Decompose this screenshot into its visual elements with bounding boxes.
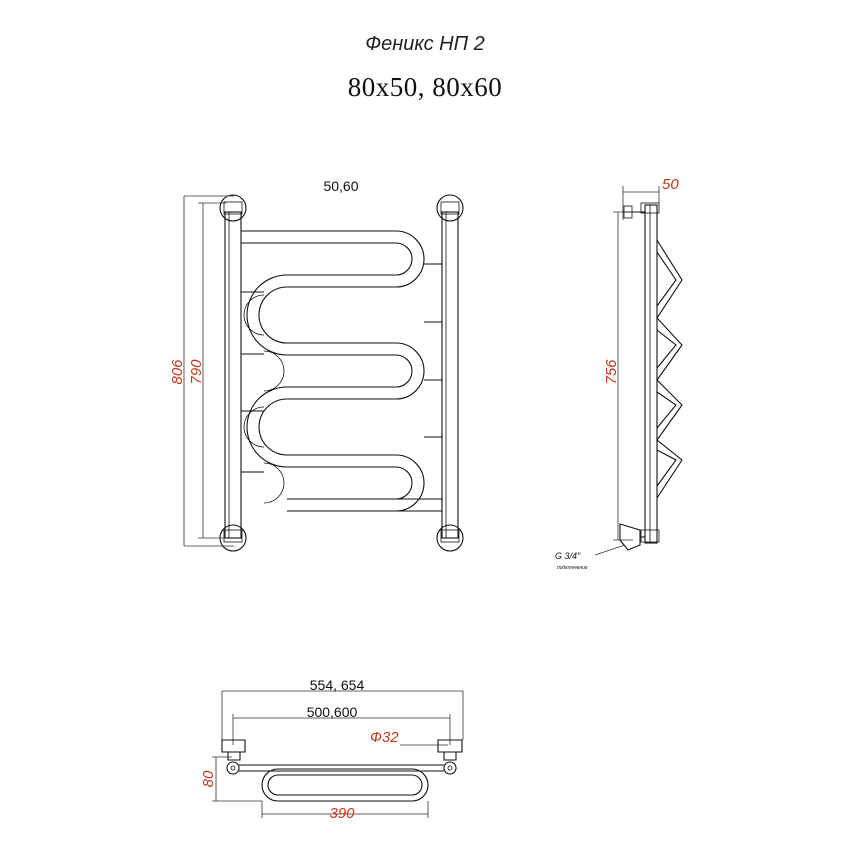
right-bottom-cap [436, 524, 464, 552]
connection-note: подключение [557, 565, 588, 571]
coil-outer [241, 230, 425, 512]
side-depth-dimension: 50 [662, 176, 679, 193]
right-valve-top [437, 739, 463, 761]
top-depth-dimension: 80 [200, 770, 217, 787]
side-collector [644, 204, 658, 544]
right-collector [441, 211, 459, 539]
top-view: 554, 654 500,600 Ф32 80 390 [200, 677, 464, 822]
total-width-dimension: 554, 654 [310, 677, 365, 693]
side-zigzag [656, 239, 683, 499]
top-connection-label: 50,60 [323, 178, 358, 194]
front-view: 806 790 50,60 [169, 178, 464, 552]
left-pipe-section [226, 761, 240, 775]
coil-width-dimension: 390 [329, 805, 355, 822]
connection-size: G 3/4" [555, 551, 581, 561]
product-sizes: 80х50, 80х60 [347, 72, 503, 102]
coil-inner [241, 242, 413, 500]
top-coil-outer [261, 768, 429, 802]
right-top-cap [436, 194, 464, 222]
pipe-diameter-label: Ф32 [370, 729, 399, 746]
left-collector [224, 211, 242, 539]
side-valve [619, 523, 641, 551]
side-view: 50 756 G 3/4" подключение [555, 176, 683, 571]
height-inner-dimension: 790 [188, 359, 205, 385]
product-title: Феникс НП 2 [365, 33, 485, 55]
left-top-cap [219, 194, 247, 222]
height-outer-dimension: 806 [169, 359, 186, 385]
center-distance-dimension: 500,600 [307, 704, 358, 720]
right-pipe-section [443, 761, 457, 775]
side-height-dimension: 756 [603, 359, 620, 385]
